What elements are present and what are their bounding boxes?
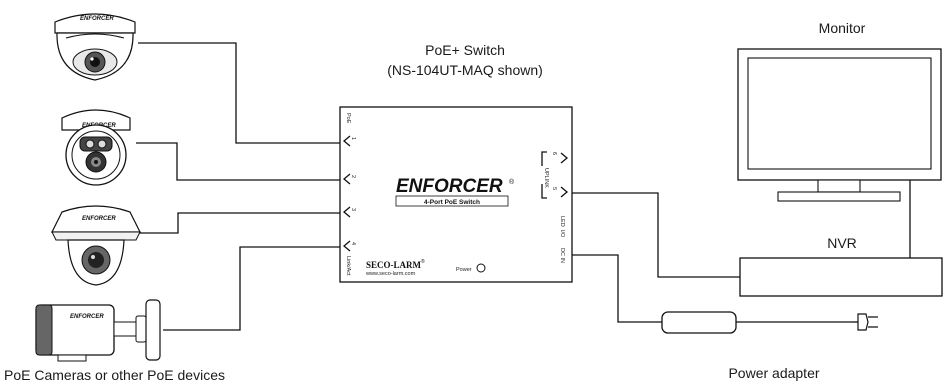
uplink-cables xyxy=(572,180,911,323)
link-act-label: Link/Act xyxy=(345,256,351,276)
dome-camera-1: ENFORCER xyxy=(54,13,136,81)
switch-brand: ENFORCER xyxy=(396,176,503,197)
power-adapter-label: Power adapter xyxy=(728,365,819,381)
cable-camera-4 xyxy=(163,246,340,331)
dc-in-label: DC IN xyxy=(559,248,565,263)
switch-subtitle: (NS-104UT-MAQ shown) xyxy=(387,62,543,78)
poe-port-1: 1 xyxy=(342,135,356,147)
camera-cables xyxy=(136,42,340,331)
camera-brand-3: ENFORCER xyxy=(82,216,116,222)
uplink-label: UPLINK xyxy=(543,168,549,188)
cable-dc-in xyxy=(572,254,662,323)
cable-camera-1 xyxy=(138,42,340,144)
switch-poe-label: PoE xyxy=(345,113,351,124)
cameras-label: PoE Cameras or other PoE devices xyxy=(4,367,225,383)
uplink-port-6: 6 xyxy=(551,152,569,164)
monitor xyxy=(737,48,942,202)
svg-text:4: 4 xyxy=(350,242,356,245)
poe-port-2: 2 xyxy=(342,173,356,185)
model-banner-text: 4-Port PoE Switch xyxy=(424,199,480,206)
maker-registered: ® xyxy=(421,258,425,265)
switch-title: PoE+ Switch xyxy=(425,42,505,58)
svg-text:3: 3 xyxy=(350,208,356,211)
monitor-label: Monitor xyxy=(819,20,866,36)
poe-port-3: 3 xyxy=(342,206,356,218)
vandal-dome-camera-3: ENFORCER xyxy=(51,205,141,286)
monitor-screen xyxy=(747,57,932,170)
maker-website: www.seco-larm.com xyxy=(365,271,416,277)
camera-brand-1: ENFORCER xyxy=(80,16,114,22)
power-led-label: Power xyxy=(456,267,472,273)
maker-name: SECO-LARM xyxy=(366,260,422,270)
cable-camera-2 xyxy=(136,142,340,181)
turret-camera-2: ENFORCER xyxy=(61,109,131,186)
power-led-icon xyxy=(476,263,486,273)
poe-switch: PoE 1 2 3 4 Link/Act 6 5 UPLINK xyxy=(339,106,573,283)
nvr xyxy=(739,257,943,297)
svg-text:6: 6 xyxy=(551,152,557,155)
uplink-port-5: 5 xyxy=(551,186,569,198)
plug-icon xyxy=(852,313,878,331)
cable-switch-to-nvr xyxy=(572,192,740,278)
bullet-camera-4: ENFORCER xyxy=(35,299,161,362)
power-adapter xyxy=(661,311,878,334)
model-banner xyxy=(395,195,509,207)
poe-port-4: 4 xyxy=(342,240,356,252)
svg-text:2: 2 xyxy=(350,175,356,178)
cable-camera-3 xyxy=(138,212,340,234)
led-state: I/O xyxy=(559,230,565,238)
nvr-label: NVR xyxy=(827,235,857,251)
svg-text:5: 5 xyxy=(551,187,557,190)
switch-brand-registered: ® xyxy=(509,178,515,186)
camera-brand-4: ENFORCER xyxy=(70,314,104,320)
led-label: LED xyxy=(559,216,565,227)
svg-text:1: 1 xyxy=(350,137,356,140)
